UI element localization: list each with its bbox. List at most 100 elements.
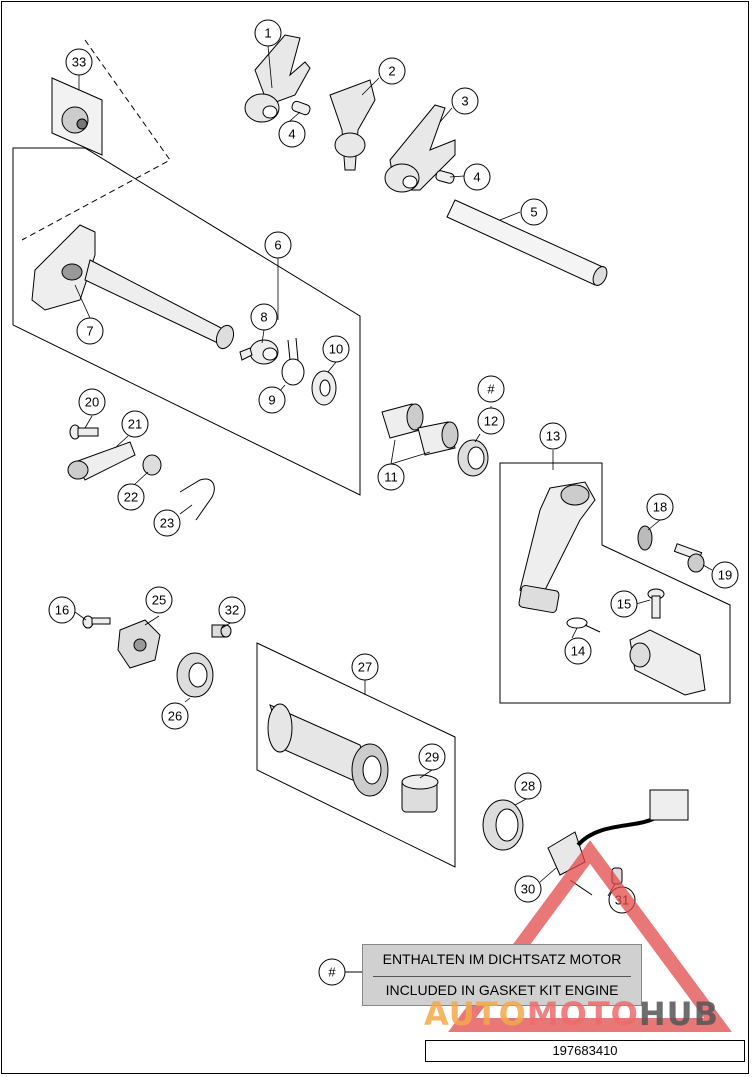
watermark-part-1: AUTO — [424, 995, 527, 1033]
callout-label-5: 5 — [530, 205, 537, 220]
callout-21 — [121, 410, 149, 438]
callout-label-7: 7 — [86, 324, 93, 339]
callout-6 — [264, 231, 292, 259]
legend-divider — [373, 976, 631, 977]
legend-line-english: INCLUDED IN GASKET KIT ENGINE — [385, 982, 619, 998]
callout-label-4b: 4 — [473, 170, 480, 185]
callout-30 — [514, 875, 542, 903]
part-9-spring — [281, 337, 305, 386]
callout-label-11: 11 — [384, 470, 398, 485]
callout-28 — [514, 772, 542, 800]
callout-label-20: 20 — [85, 395, 99, 410]
part-4-pin — [435, 170, 455, 184]
callout-label-32: 32 — [225, 603, 239, 618]
callout-label-25: 25 — [152, 593, 166, 608]
part-15-pin — [647, 588, 665, 619]
callout-16 — [48, 596, 76, 624]
callout-4 — [463, 163, 491, 191]
callout-9 — [258, 386, 286, 414]
callout-label-6: 6 — [274, 238, 281, 253]
part-28-ring — [482, 799, 524, 851]
callout-label-9: 9 — [268, 393, 275, 408]
callout-27 — [351, 653, 379, 681]
callout-10 — [322, 335, 350, 363]
watermark-logo: AUTOMOTOHUB — [424, 995, 719, 1033]
callout-26 — [161, 702, 189, 730]
callout-label-30: 30 — [521, 882, 535, 897]
callout-label-12: 12 — [484, 414, 498, 429]
callout-label-23: 23 — [160, 516, 174, 531]
callout-3 — [451, 87, 479, 115]
part-32-screw — [211, 624, 232, 638]
callout-label-2: 2 — [388, 64, 395, 79]
part-19-screw — [673, 543, 705, 573]
diagram-part-number: 197683410 — [425, 1040, 745, 1062]
callout-label-33: 33 — [72, 55, 86, 70]
callout-label-18: 18 — [653, 500, 667, 515]
callout-label-16: 16 — [55, 603, 69, 618]
callout-23 — [153, 509, 181, 537]
part-5-fork-rod — [446, 199, 608, 286]
callout-label-29: 29 — [425, 750, 439, 765]
callout-18 — [646, 493, 674, 521]
part-25-shift-drum-locating — [117, 619, 161, 669]
callout-8 — [250, 303, 278, 331]
callout-32 — [218, 596, 246, 624]
watermark-part-2: MOTO — [526, 995, 639, 1033]
callout-label-1: 1 — [264, 26, 271, 41]
part-8-bushing — [239, 339, 279, 365]
callout-label-15: 15 — [617, 597, 631, 612]
part-30-gear-position-sensor — [547, 789, 689, 876]
callout-label-14: 14 — [571, 644, 585, 659]
shift-shaft-group-frame — [12, 147, 361, 496]
part-11-needle-bearing — [381, 403, 459, 456]
part-12-shaft-seal — [457, 439, 489, 477]
part-1-shift-fork — [244, 34, 311, 123]
callout-22 — [117, 483, 145, 511]
callout-13 — [539, 422, 567, 450]
shift-drum-group-frame — [256, 642, 456, 868]
callout-1 — [254, 19, 282, 47]
callout-label-22: 22 — [124, 490, 138, 505]
callout-19 — [711, 561, 739, 589]
callout-label-28: 28 — [521, 779, 535, 794]
part-29-bearing — [401, 774, 439, 813]
part-33-locking-plate — [51, 77, 103, 156]
callout-label-4: 4 — [288, 127, 295, 142]
part-3-shift-fork — [384, 104, 456, 193]
callout-2 — [378, 57, 406, 85]
callout-4 — [278, 120, 306, 148]
part-10-washer — [311, 370, 337, 406]
callout-11 — [377, 463, 405, 491]
part-22-bushing — [142, 454, 162, 476]
part-14-spring — [566, 617, 601, 633]
callout-label-26: 26 — [168, 709, 182, 724]
part-21-lever — [67, 441, 136, 481]
part-13-shift-lever — [518, 481, 596, 613]
part-6-shift-shaft — [31, 224, 235, 350]
part-4-pin — [291, 100, 311, 116]
callout-hash — [477, 375, 505, 403]
callout-15 — [610, 590, 638, 618]
shift-lever-pedal-tip — [629, 629, 706, 696]
watermark-part-3: HUB — [638, 995, 720, 1033]
shift-lever-group-frame — [499, 462, 731, 704]
callout-label-21: 21 — [128, 417, 142, 432]
callout-14 — [564, 637, 592, 665]
callout-label-8: 8 — [260, 310, 267, 325]
callout-label-19: 19 — [718, 568, 732, 583]
callout-7 — [76, 317, 104, 345]
part-27-shift-drum — [267, 703, 389, 797]
callout-label-legend-hash: # — [328, 965, 336, 980]
watermark-triangle — [448, 840, 732, 1032]
callout-29 — [418, 743, 446, 771]
part-16-screw — [82, 615, 111, 629]
callout-label-27: 27 — [358, 660, 372, 675]
callout-20 — [78, 388, 106, 416]
callout-label-10: 10 — [329, 342, 343, 357]
callout-label-hash: # — [487, 382, 495, 397]
part-2-shift-fork — [329, 79, 376, 171]
part-26-bearing — [176, 652, 214, 698]
